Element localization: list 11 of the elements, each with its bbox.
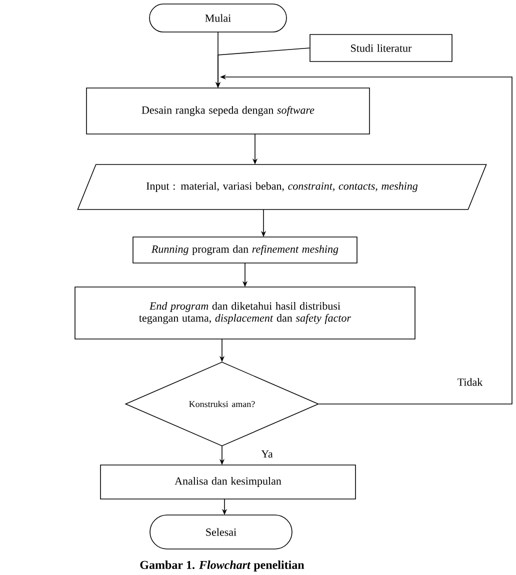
process-box: Running program dan refinement meshing <box>132 236 358 264</box>
process-box: Studi literatur <box>310 34 452 62</box>
caption: Gambar 1. Flowchart penelitian <box>140 560 304 572</box>
edge-label: Tidak <box>456 377 484 387</box>
process-box: End program dan diketahui hasil distribusi tegangan utama, displacement dan safety factor <box>74 286 416 340</box>
input-parallelogram: Input : material, variasi beban, constraint, contacts, meshing <box>77 164 487 210</box>
process-box: Analisa dan kesimpulan <box>100 464 356 500</box>
end-terminal: Selesai <box>150 514 292 550</box>
edge-label: Ya <box>260 449 274 459</box>
start-terminal: Mulai <box>149 4 287 32</box>
process-box: Desain rangka sepeda dengan software <box>86 88 370 134</box>
